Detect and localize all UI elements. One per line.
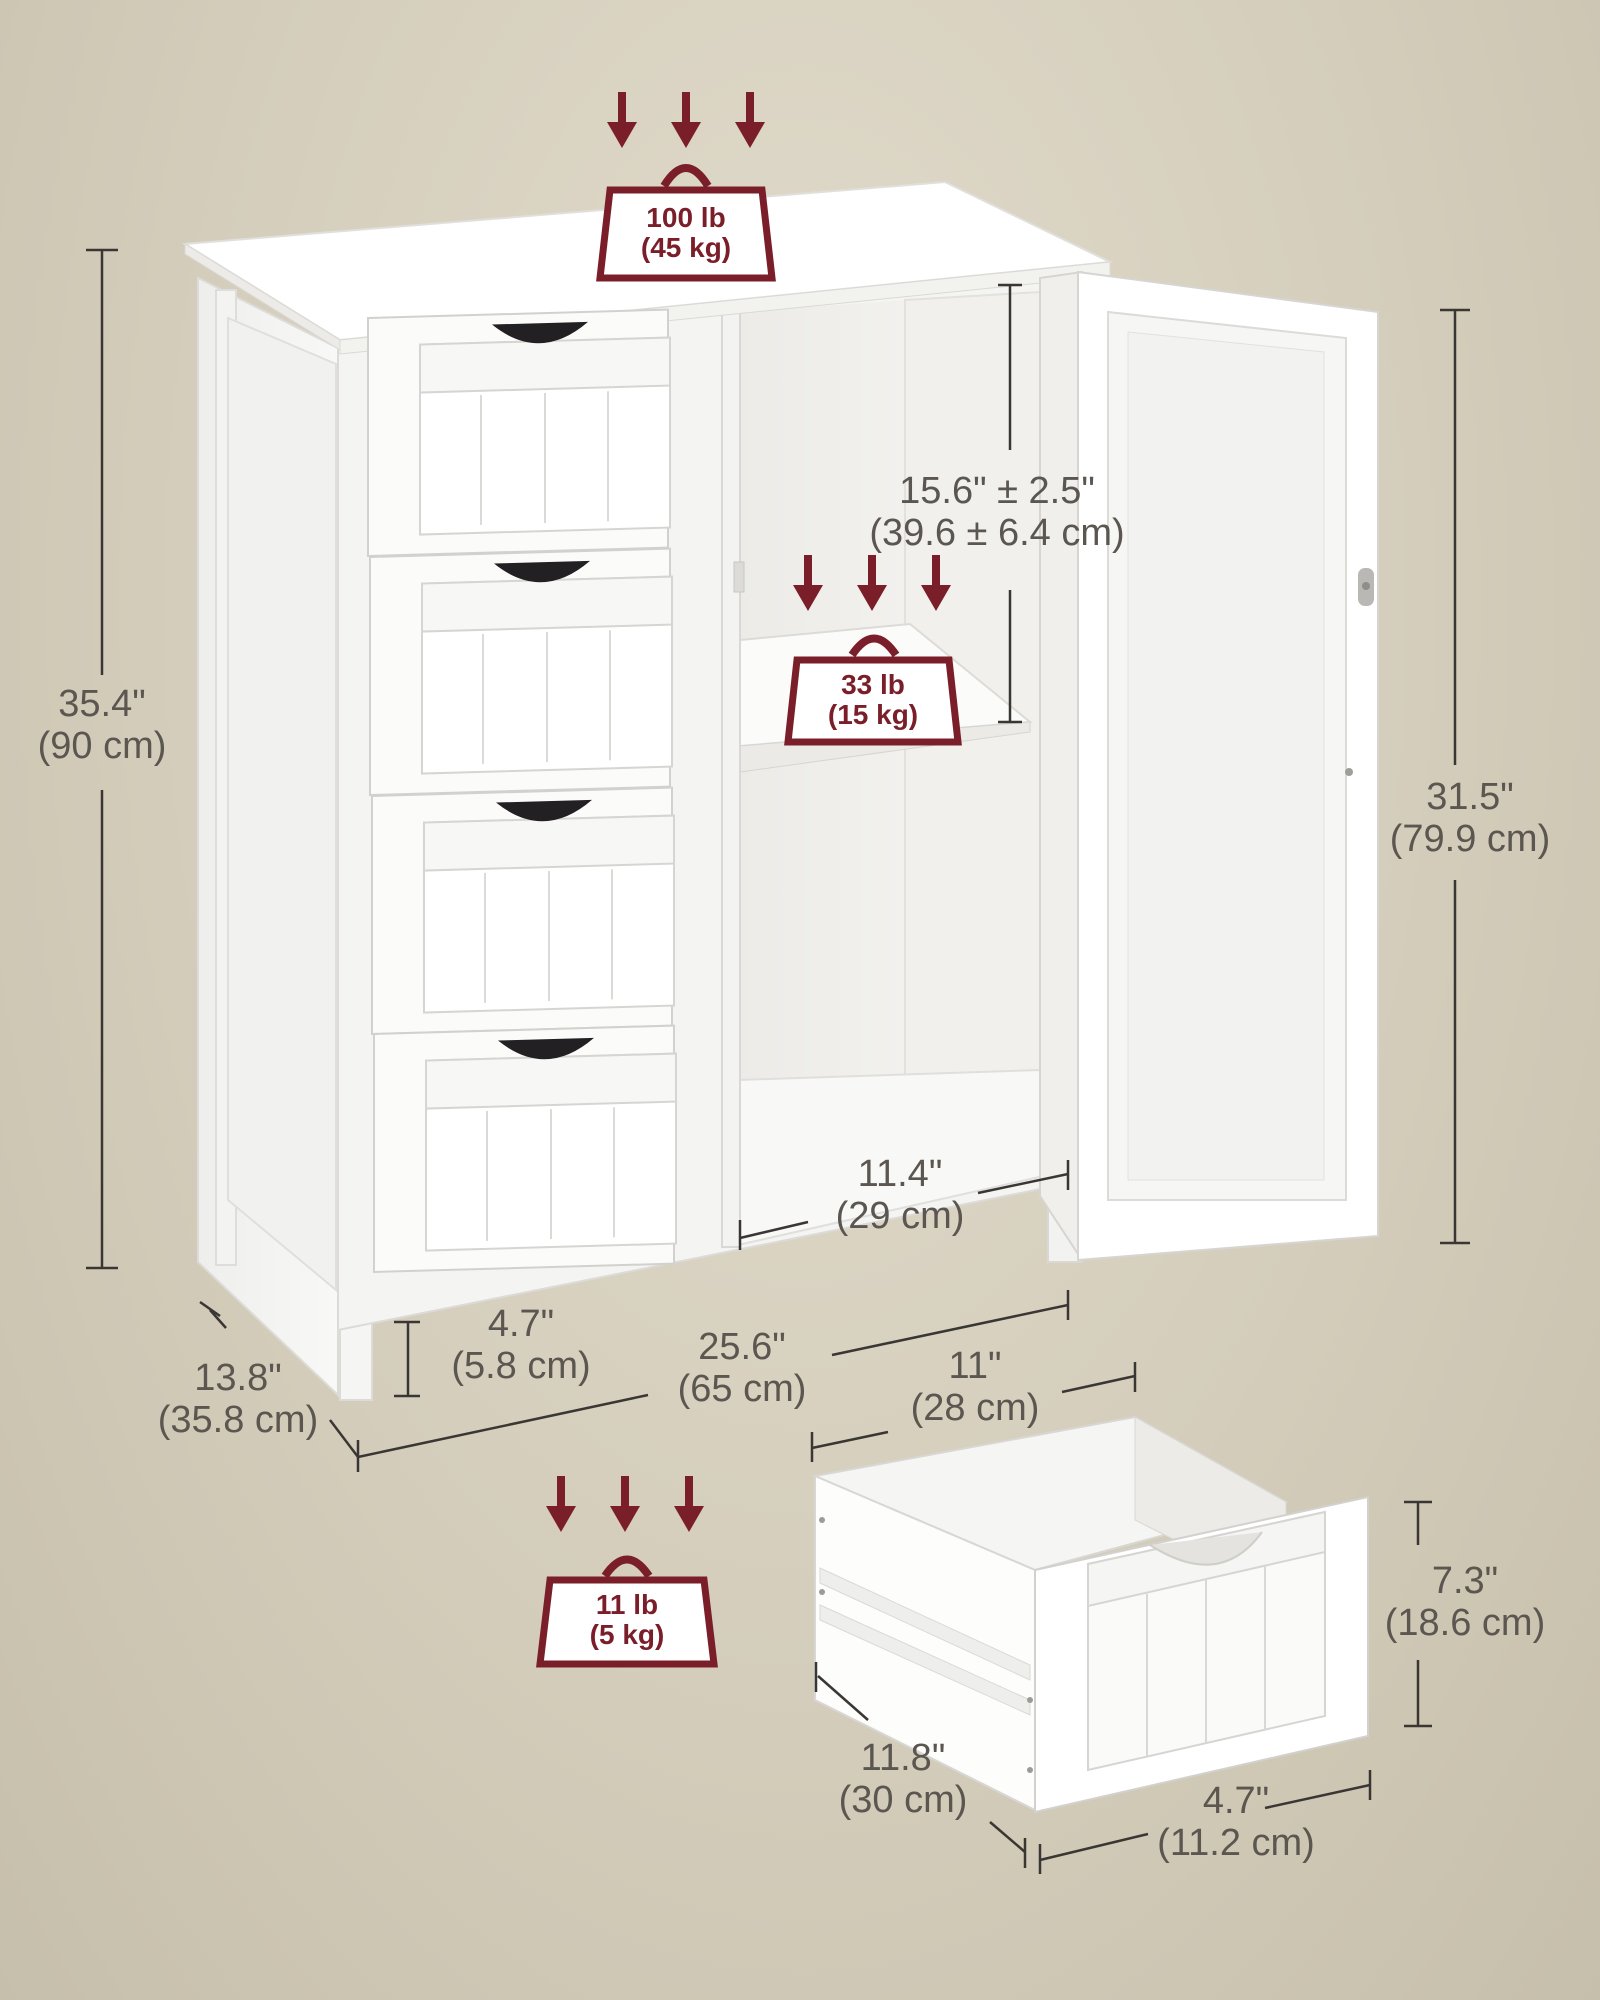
dim-door-height-metric: (79.9 cm)	[1389, 818, 1551, 860]
dim-leg-height-imperial: 4.7"	[487, 1303, 555, 1345]
dim-drawer-height-imperial: 7.3"	[1431, 1560, 1499, 1602]
dim-shelf-gap-imperial: 15.6" ± 2.5"	[899, 470, 1095, 512]
dim-total-height-imperial: 35.4"	[58, 683, 146, 725]
weight-badge-shelf	[784, 555, 962, 746]
cabinet-drawer	[366, 308, 672, 558]
dim-shelf-gap-metric: (39.6 ± 6.4 cm)	[869, 512, 1125, 554]
dim-total-width: 25.6" (65 cm)	[678, 1326, 807, 1410]
dim-total-height: 35.4" (90 cm)	[38, 683, 167, 767]
dim-drawer-depth-metric: (30 cm)	[838, 1779, 968, 1821]
dim-door-height: 31.5" (79.9 cm)	[1390, 776, 1550, 860]
dim-leg-height-metric: (5.8 cm)	[451, 1345, 591, 1387]
weight-label-drawer: 11 lb (5 kg)	[590, 1590, 665, 1650]
cabinet	[181, 180, 1379, 1401]
dim-drawer-height: 7.3" (18.6 cm)	[1385, 1560, 1545, 1644]
dim-shelf-gap: 15.6" ± 2.5" (39.6 ± 6.4 cm)	[869, 470, 1124, 554]
dim-total-depth: 13.8" (35.8 cm)	[158, 1357, 318, 1441]
weight-label-shelf: 33 lb (15 kg)	[828, 670, 918, 730]
dim-drawer-width-imperial: 11"	[948, 1345, 1002, 1387]
dim-inner-width-metric: (29 cm)	[835, 1195, 965, 1237]
weight-drawer-metric: (5 kg)	[589, 1619, 665, 1650]
dim-drawer-front: 4.7" (11.2 cm)	[1157, 1780, 1315, 1864]
weight-drawer-imperial: 11 lb	[595, 1589, 659, 1620]
weight-badge-top	[596, 92, 776, 282]
weight-shelf-imperial: 33 lb	[841, 669, 905, 700]
dim-drawer-front-imperial: 4.7"	[1202, 1780, 1270, 1822]
dim-drawer-width-metric: (28 cm)	[910, 1387, 1040, 1429]
dim-total-depth-imperial: 13.8"	[194, 1357, 282, 1399]
weight-label-top: 100 lb (45 kg)	[641, 203, 731, 263]
weight-badge-drawer	[536, 1476, 718, 1668]
dim-inner-width-imperial: 11.4"	[857, 1153, 943, 1195]
dim-drawer-width: 11" (28 cm)	[911, 1345, 1040, 1429]
cabinet-drawer	[370, 786, 676, 1036]
weight-top-imperial: 100 lb	[646, 202, 726, 233]
dim-total-depth-metric: (35.8 cm)	[157, 1399, 319, 1441]
dimension-lines	[86, 248, 1470, 1874]
dim-drawer-front-metric: (11.2 cm)	[1157, 1822, 1315, 1864]
loose-drawer	[811, 1415, 1369, 1814]
dim-inner-width: 11.4" (29 cm)	[836, 1153, 965, 1237]
dim-leg-height: 4.7" (5.8 cm)	[451, 1303, 590, 1387]
cabinet-drawer	[372, 1024, 678, 1274]
cabinet-drawer	[368, 547, 674, 797]
dim-total-height-metric: (90 cm)	[37, 725, 167, 767]
dim-door-height-imperial: 31.5"	[1426, 776, 1514, 818]
cabinet-door	[1039, 270, 1379, 1264]
weight-shelf-metric: (15 kg)	[827, 699, 919, 730]
dim-drawer-depth: 11.8" (30 cm)	[839, 1737, 968, 1821]
weight-top-metric: (45 kg)	[640, 232, 732, 263]
dim-total-width-metric: (65 cm)	[677, 1368, 807, 1410]
dim-total-width-imperial: 25.6"	[698, 1326, 786, 1368]
dim-drawer-depth-imperial: 11.8"	[860, 1737, 946, 1779]
dim-drawer-height-metric: (18.6 cm)	[1384, 1602, 1546, 1644]
